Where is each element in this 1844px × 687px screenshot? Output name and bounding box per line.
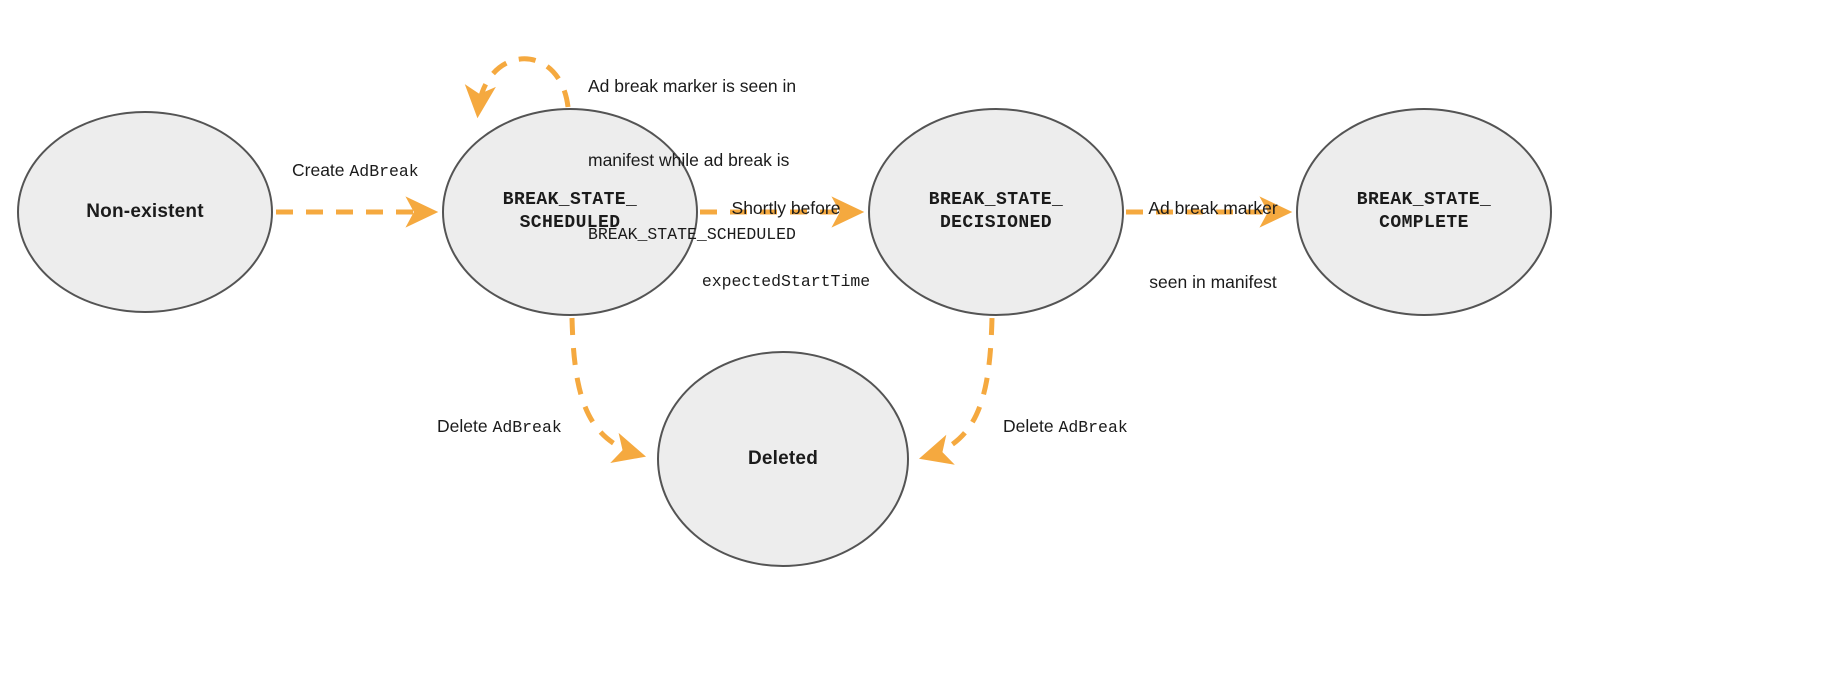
state-node-label-line2: SCHEDULED (519, 213, 621, 233)
edge-label-text: Shortly before (731, 197, 841, 218)
edge-label-scheduled-self-loop: Ad break marker is seen in manifest whil… (588, 24, 796, 296)
state-node-label-line1: BREAK_STATE_ (1356, 189, 1492, 210)
edge-label-text: Delete (1003, 416, 1059, 436)
state-node-label-line2: DECISIONED (939, 213, 1052, 233)
state-node-deleted[interactable]: Deleted (657, 351, 909, 567)
state-node-non-existent[interactable]: Non-existent (17, 111, 273, 313)
edge-label-decisioned-to-complete: Ad break marker seen in manifest (1138, 146, 1288, 345)
state-node-break-state-complete[interactable]: BREAK_STATE_ COMPLETE (1296, 108, 1552, 316)
edge-label-code: BREAK_STATE_SCHEDULED (588, 224, 796, 244)
state-node-label-line2: COMPLETE (1379, 213, 1469, 233)
state-node-label-line1: BREAK_STATE_ (502, 189, 638, 210)
state-node-break-state-decisioned[interactable]: BREAK_STATE_ DECISIONED (868, 108, 1124, 316)
state-node-label: BREAK_STATE_ COMPLETE (1357, 189, 1491, 235)
edge-label-code: AdBreak (492, 418, 562, 437)
state-node-label: BREAK_STATE_ SCHEDULED (503, 189, 637, 235)
edge-label-scheduled-to-decisioned: Shortly before expectedStartTime (700, 146, 872, 343)
edge-label-create-adbreak: Create AdBreak (292, 158, 419, 183)
edge-label-text: Create (292, 160, 350, 180)
edge-label-text: Delete (437, 416, 493, 436)
state-node-label: BREAK_STATE_ DECISIONED (929, 189, 1063, 235)
state-node-label-line1: BREAK_STATE_ (928, 189, 1064, 210)
state-node-label: Deleted (747, 447, 819, 469)
edge-label-code: AdBreak (1058, 418, 1128, 437)
edge-scheduled-to-deleted (569, 317, 647, 463)
edge-label-decisioned-to-deleted: Delete AdBreak (1003, 414, 1128, 439)
edge-label-line1: Ad break marker is seen in (588, 75, 797, 96)
edge-label-code: AdBreak (349, 162, 419, 181)
edge-label-code: expectedStartTime (701, 272, 871, 292)
edge-label-line2: seen in manifest (1149, 272, 1277, 293)
edge-scheduled-self-loop (464, 56, 571, 119)
edge-decisioned-to-deleted (918, 317, 995, 465)
state-node-break-state-scheduled[interactable]: BREAK_STATE_ SCHEDULED (442, 108, 698, 316)
edge-label-line1: Ad break marker (1148, 197, 1278, 218)
state-node-label: Non-existent (86, 200, 204, 222)
edge-label-line2: manifest while ad break is (588, 150, 790, 171)
edge-label-scheduled-to-deleted: Delete AdBreak (437, 414, 562, 439)
